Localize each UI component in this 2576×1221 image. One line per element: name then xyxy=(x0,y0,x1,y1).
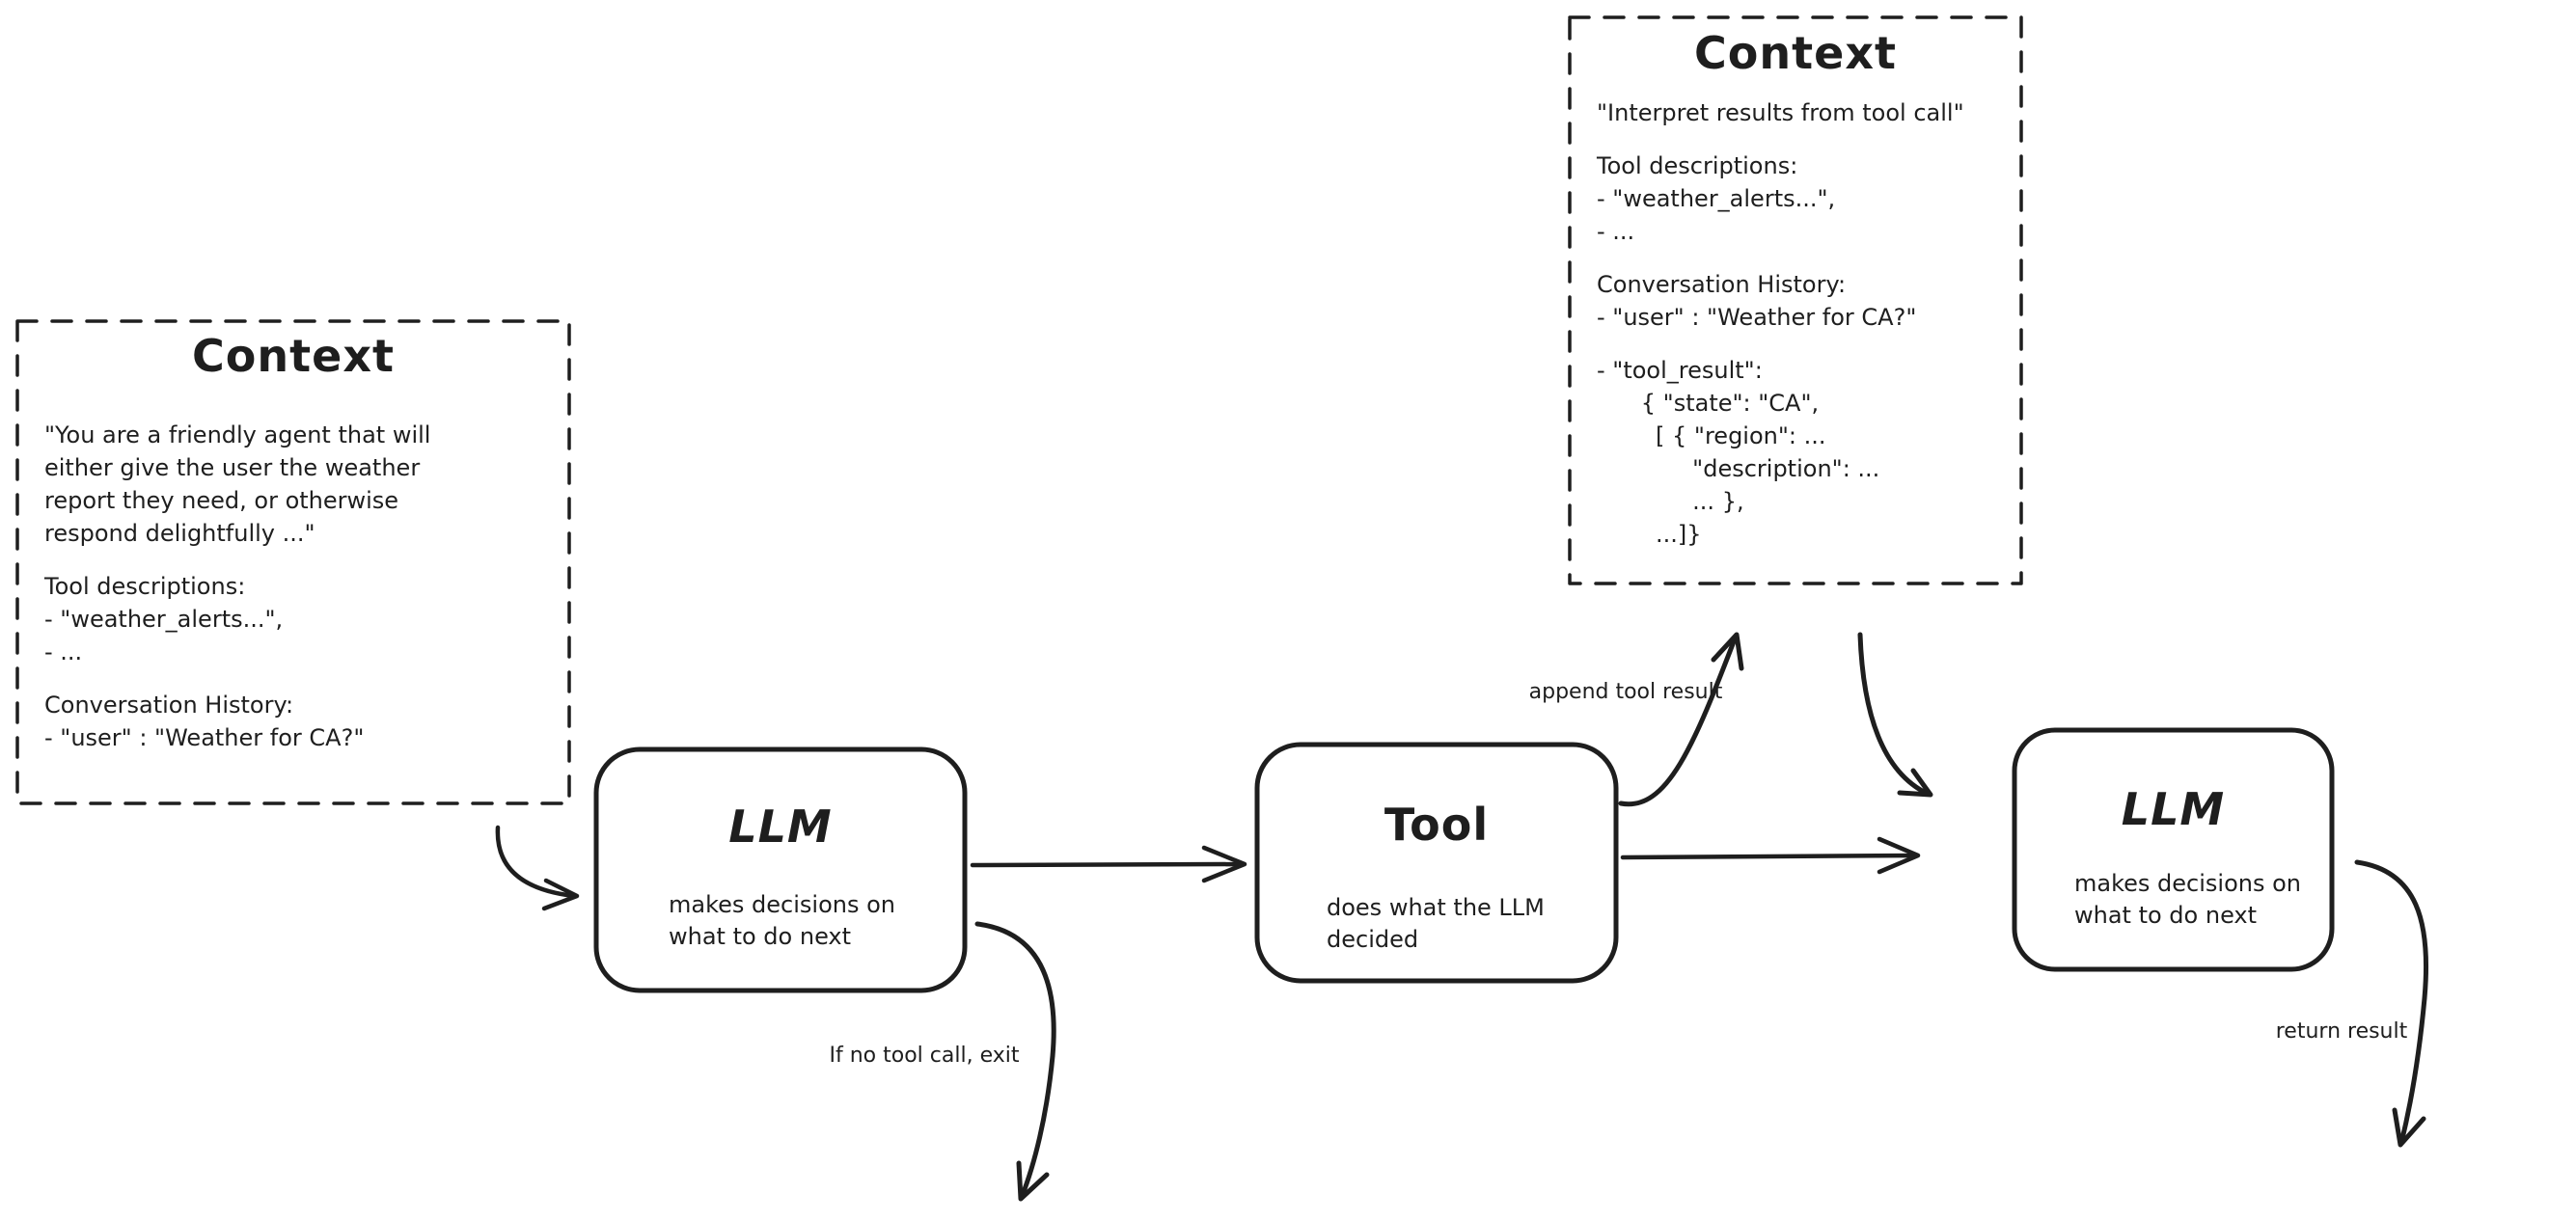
context-top-tool-result: - "tool_result": { "state": "CA", [ { "r… xyxy=(1597,357,1880,548)
tool-node-outline xyxy=(1254,742,1619,984)
llm2-node-title: LLM xyxy=(2121,783,2226,835)
context-top-tool-descriptions: Tool descriptions: - "weather_alerts..."… xyxy=(1597,152,1836,245)
context-top-conversation-history: Conversation History: - "user" : "Weathe… xyxy=(1597,271,1917,331)
arrow-context-left-to-llm1 xyxy=(495,825,580,911)
context-left-tool-descriptions: Tool descriptions: - "weather_alerts..."… xyxy=(44,573,284,665)
tool-node-subtitle: does what the LLM decided xyxy=(1327,894,1545,953)
context-top-outline xyxy=(1568,15,2023,585)
llm1-node-subtitle: makes decisions on what to do next xyxy=(669,891,895,950)
arrow-llm1-exit xyxy=(974,921,1056,1202)
context-left-system-prompt: "You are a friendly agent that will eith… xyxy=(44,421,431,547)
llm1-node-title: LLM xyxy=(728,800,833,853)
edge-label-append-tool-result: append tool result xyxy=(1528,680,1723,704)
context-top-system-prompt: "Interpret results from tool call" xyxy=(1597,99,1964,126)
arrow-tool-to-llm2 xyxy=(1620,836,1921,875)
context-left-title: Context xyxy=(192,330,395,382)
arrow-tool-to-context-top xyxy=(1618,632,1744,807)
llm2-node-subtitle: makes decisions on what to do next xyxy=(2074,870,2301,929)
arrow-llm2-return xyxy=(2354,859,2429,1148)
tool-node-title: Tool xyxy=(1384,799,1490,851)
arrow-llm1-to-tool xyxy=(970,845,1247,883)
edge-label-return-result: return result xyxy=(2275,1019,2408,1044)
llm2-node-outline xyxy=(2012,727,2335,972)
llm1-node-outline xyxy=(593,746,968,993)
context-top-title: Context xyxy=(1694,27,1897,79)
edge-label-if-no-tool-call-exit: If no tool call, exit xyxy=(829,1044,1020,1068)
arrow-context-top-to-llm2 xyxy=(1857,632,1933,798)
context-left-conversation-history: Conversation History: - "user" : "Weathe… xyxy=(44,692,365,751)
